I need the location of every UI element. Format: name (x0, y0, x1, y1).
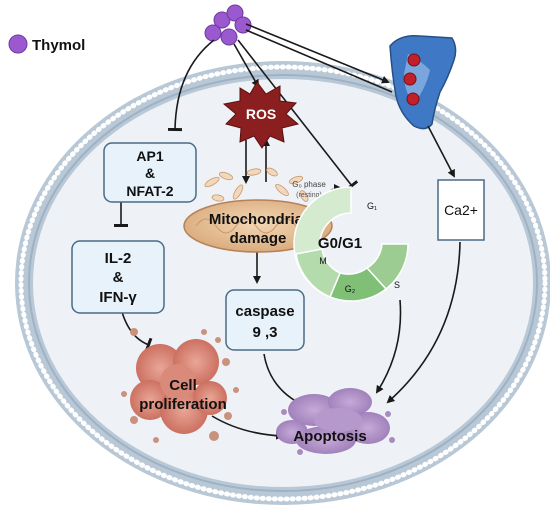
thymol-to-cycle-inhibit (237, 39, 359, 192)
thymol-to-channel-arrow-2 (245, 29, 393, 93)
thymol-molecule-cluster (204, 4, 252, 46)
cell-cycle-ring: G₀ phase (resting) G0/G1 G₁ S G₂ M (292, 180, 409, 302)
ap1-nfat2-box: AP1 & NFAT-2 (103, 142, 197, 203)
calcium-box: Ca2+ (437, 179, 485, 241)
cycle-g1-label: G₁ (367, 201, 377, 211)
channel-to-ca-arrow (427, 125, 455, 178)
mitochondria-fragments (204, 167, 309, 202)
ap1-amp: & (145, 165, 155, 181)
thymol-to-ap1-inhibit (167, 39, 215, 132)
apoptosis-label: Apoptosis (293, 428, 366, 445)
il2-amp: & (113, 269, 124, 286)
thymol-to-ros-arrow (233, 43, 259, 88)
cell-label-line2: proliferation (139, 396, 227, 413)
apoptosis-node: Apoptosis (276, 388, 395, 455)
caspase-label-line1: caspase (235, 303, 294, 320)
connector-lines (114, 23, 461, 440)
g0-resting-label: (resting) (296, 192, 322, 199)
thymol-legend: Thymol (8, 34, 85, 54)
caspase-label-line2: 9 ,3 (252, 324, 277, 341)
thymol-legend-label: Thymol (32, 37, 85, 54)
thymol-to-channel-arrow (245, 23, 390, 84)
cycle-to-apoptosis-arrow (375, 299, 402, 394)
cycle-g2-label: G₂ (345, 284, 356, 294)
calcium-label: Ca2+ (444, 202, 478, 218)
cycle-center-label: G0/G1 (318, 235, 362, 252)
calcium-channel (389, 34, 457, 130)
cycle-s-label: S (394, 280, 400, 290)
ap1-label: AP1 (136, 148, 163, 164)
nfat2-label: NFAT-2 (126, 183, 173, 199)
il2-ifng-box: IL-2 & IFN-γ (71, 240, 165, 314)
thymol-legend-dot (8, 34, 28, 54)
g0-phase-label: G₀ phase (292, 180, 326, 189)
proliferation-to-apoptosis-arrow (211, 415, 284, 440)
cell-proliferation-node: Cell proliferation (121, 328, 239, 443)
cycle-m-label: M (319, 256, 327, 266)
ros-label: ROS (246, 106, 276, 122)
ros-node: ROS (222, 81, 300, 149)
mito-label-line2: damage (230, 230, 287, 247)
proliferation-debris (121, 328, 239, 443)
ca-to-apoptosis-arrow (386, 241, 461, 404)
caspase-box: caspase 9 ,3 (225, 289, 305, 351)
cell-label-line1: Cell (169, 377, 197, 394)
il2-label: IL-2 (105, 250, 132, 267)
ifng-label: IFN-γ (99, 289, 137, 306)
mito-label-line1: Mitochondrial (209, 211, 307, 228)
